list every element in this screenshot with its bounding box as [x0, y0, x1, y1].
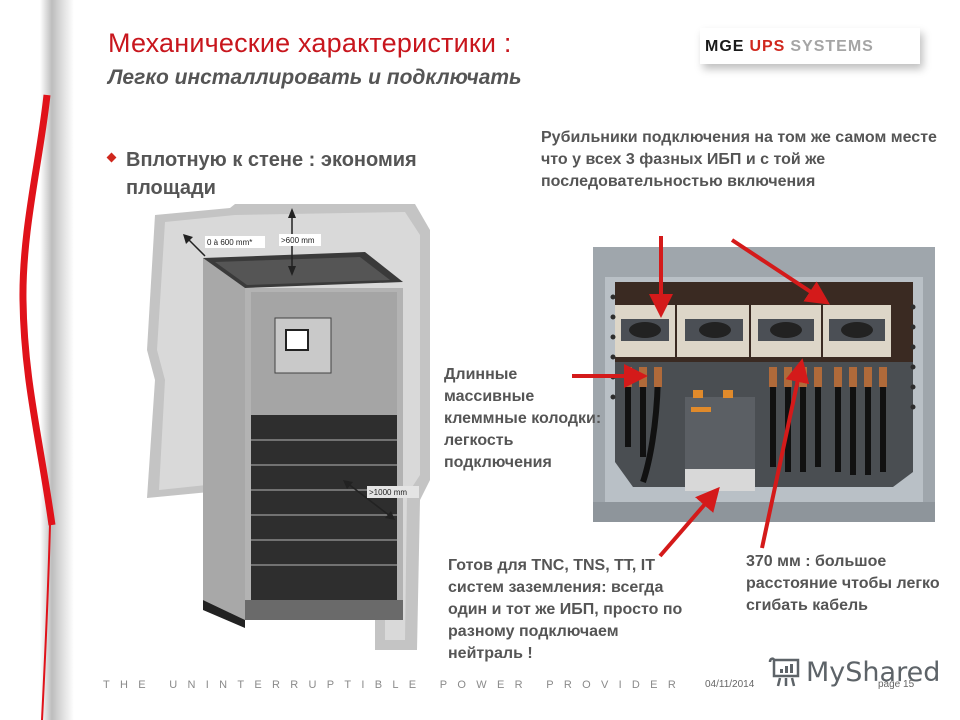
footer-tagline: THE UNINTERRUPTIBLE POWER PROVIDER	[103, 679, 687, 691]
footer-date: 04/11/2014	[705, 679, 755, 690]
callout-distance: 370 мм : большое расстояние чтобы легко …	[746, 553, 940, 614]
logo-ups: UPS	[749, 38, 786, 55]
logo-mge: MGE	[705, 38, 745, 55]
clearance-side-label: 0 à 600 mm*	[207, 238, 252, 247]
watermark: MyShared	[768, 656, 940, 688]
callout-switches: Рубильники подключения на том же самом м…	[541, 129, 937, 190]
ups-cabinet-illustration: >600 mm 0 à 600 mm* >1000 mm	[147, 204, 430, 650]
bullet-item: Вплотную к стене : экономия площади	[106, 146, 498, 202]
clearance-front-label: >1000 mm	[369, 488, 407, 497]
logo-box	[700, 28, 920, 64]
footer-page-number: page 15	[878, 679, 915, 690]
clearance-top-label: >600 mm	[281, 236, 315, 245]
callout-terminals: Длинные массивные клеммные колодки: легк…	[444, 366, 602, 471]
red-curve-decoration	[19, 94, 56, 720]
watermark-text: MyShared	[806, 656, 941, 688]
callout-grounding: Готов для TNC, TNS, TT, IT систем заземл…	[448, 557, 683, 662]
bullet-text: Вплотную к стене : экономия площади	[126, 149, 417, 199]
slide-subtitle: Легко инсталлировать и подключать	[108, 66, 522, 89]
logo-systems: SYSTEMS	[790, 38, 874, 55]
diamond-bullet-icon	[106, 152, 117, 163]
slide-title: Механические характеристики :	[108, 28, 512, 58]
terminal-panel-photo	[593, 247, 935, 522]
presentation-board-icon	[768, 657, 800, 687]
